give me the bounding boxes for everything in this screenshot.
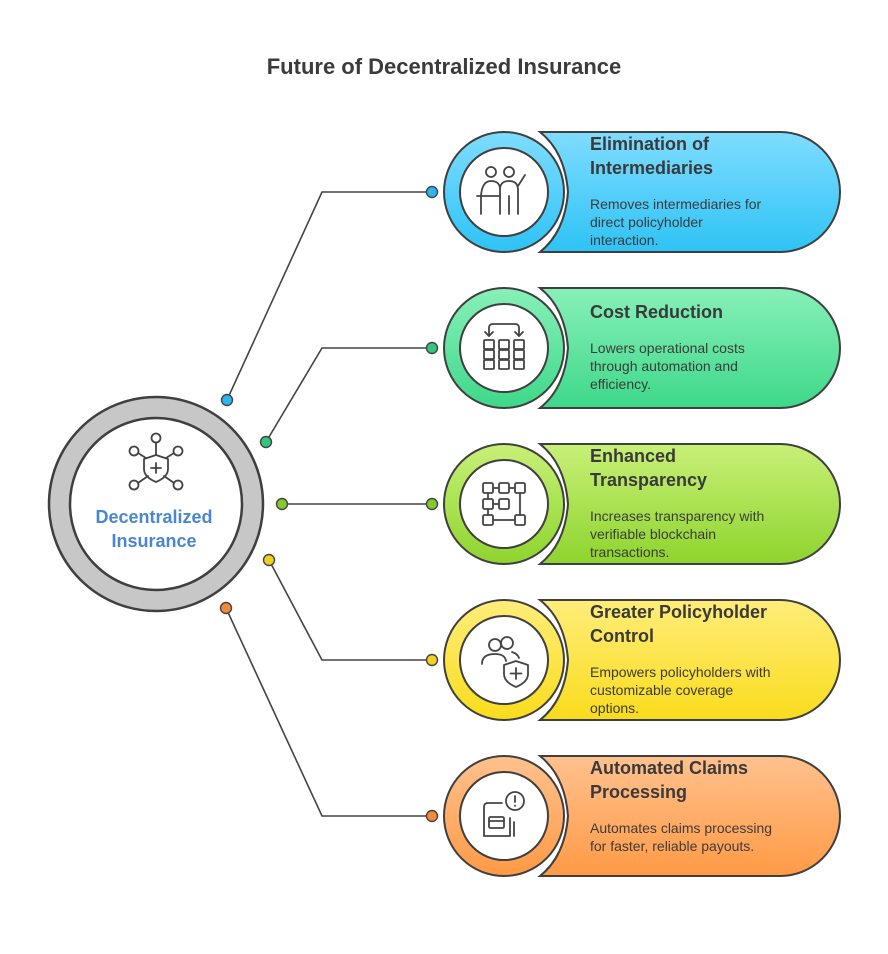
blockchain-nodes-title-line-1: Enhanced <box>590 446 676 466</box>
claim-alert-icon <box>483 791 525 837</box>
people-presenting-desc-line-3: interaction. <box>590 232 658 248</box>
connector-hub-dot-2 <box>259 435 273 449</box>
card-pill-5 <box>537 755 841 877</box>
connectors <box>219 185 439 823</box>
people-presenting-icon <box>476 166 526 215</box>
people-presenting-title-line-1: Elimination of <box>590 134 710 154</box>
blockchain-nodes-desc-line-3: transactions. <box>590 544 669 560</box>
users-shield-icon <box>481 636 529 688</box>
connector-end-dot-2 <box>425 341 439 355</box>
card-icon-circle-5 <box>459 771 549 861</box>
people-presenting-desc-line-2: direct policyholder <box>590 214 703 230</box>
blockchain-nodes-desc-line-1: Increases transparency with <box>590 508 764 524</box>
claim-alert-title-line-1: Automated Claims <box>590 758 748 778</box>
connector-end-dot-5 <box>425 809 439 823</box>
card-pill-1 <box>537 131 841 253</box>
connector-end-dot-1 <box>425 185 439 199</box>
connector-line-4 <box>268 559 432 661</box>
connector-hub-dot-4 <box>262 553 276 567</box>
card-pill-4 <box>537 599 841 721</box>
cost-grid-arrows-title-line-1: Cost Reduction <box>590 302 723 322</box>
connector-hub-dot-3 <box>275 497 289 511</box>
card-icon-circle-3 <box>459 459 549 549</box>
page-title: Future of Decentralized Insurance <box>267 54 622 79</box>
card-pill-2 <box>537 287 841 409</box>
users-shield-desc-line-3: options. <box>590 700 639 716</box>
blockchain-nodes-icon <box>482 482 526 526</box>
cost-grid-arrows-desc-line-2: through automation and <box>590 358 738 374</box>
cost-grid-arrows-desc-line-1: Lowers operational costs <box>590 340 745 356</box>
connector-line-1 <box>226 191 432 401</box>
hub-inner-circle <box>68 416 244 592</box>
people-presenting-title-line-2: Intermediaries <box>590 158 713 178</box>
hub-label-line-1: Decentralized <box>95 507 212 527</box>
connector-line-2 <box>265 347 432 443</box>
connector-hub-dot-5 <box>219 601 233 615</box>
claim-alert-title-line-2: Processing <box>590 782 687 802</box>
users-shield-title-line-2: Control <box>590 626 654 646</box>
users-shield-desc-line-1: Empowers policyholders with <box>590 664 771 680</box>
card-pill-3 <box>537 443 841 565</box>
connector-hub-dot-1 <box>220 393 234 407</box>
people-presenting-desc-line-1: Removes intermediaries for <box>590 196 762 212</box>
claim-alert-desc-line-1: Automates claims processing <box>590 820 772 836</box>
claim-alert-desc-line-2: for faster, reliable payouts. <box>590 838 754 854</box>
card-icon-circle-1 <box>459 147 549 237</box>
connector-end-dot-4 <box>425 653 439 667</box>
hub-label-line-2: Insurance <box>111 531 196 551</box>
hub-node: Decentralized Insurance <box>47 395 265 613</box>
card-icon-circle-4 <box>459 615 549 705</box>
cost-grid-arrows-desc-line-3: efficiency. <box>590 376 651 392</box>
connector-line-5 <box>225 607 432 817</box>
users-shield-title-line-1: Greater Policyholder <box>590 602 767 622</box>
blockchain-nodes-desc-line-2: verifiable blockchain <box>590 526 716 542</box>
users-shield-desc-line-2: customizable coverage <box>590 682 733 698</box>
cost-grid-arrows-icon <box>483 323 525 370</box>
blockchain-nodes-title-line-2: Transparency <box>590 470 707 490</box>
connector-end-dot-3 <box>425 497 439 511</box>
shield-network-icon <box>128 432 184 491</box>
card-icon-circle-2 <box>459 303 549 393</box>
